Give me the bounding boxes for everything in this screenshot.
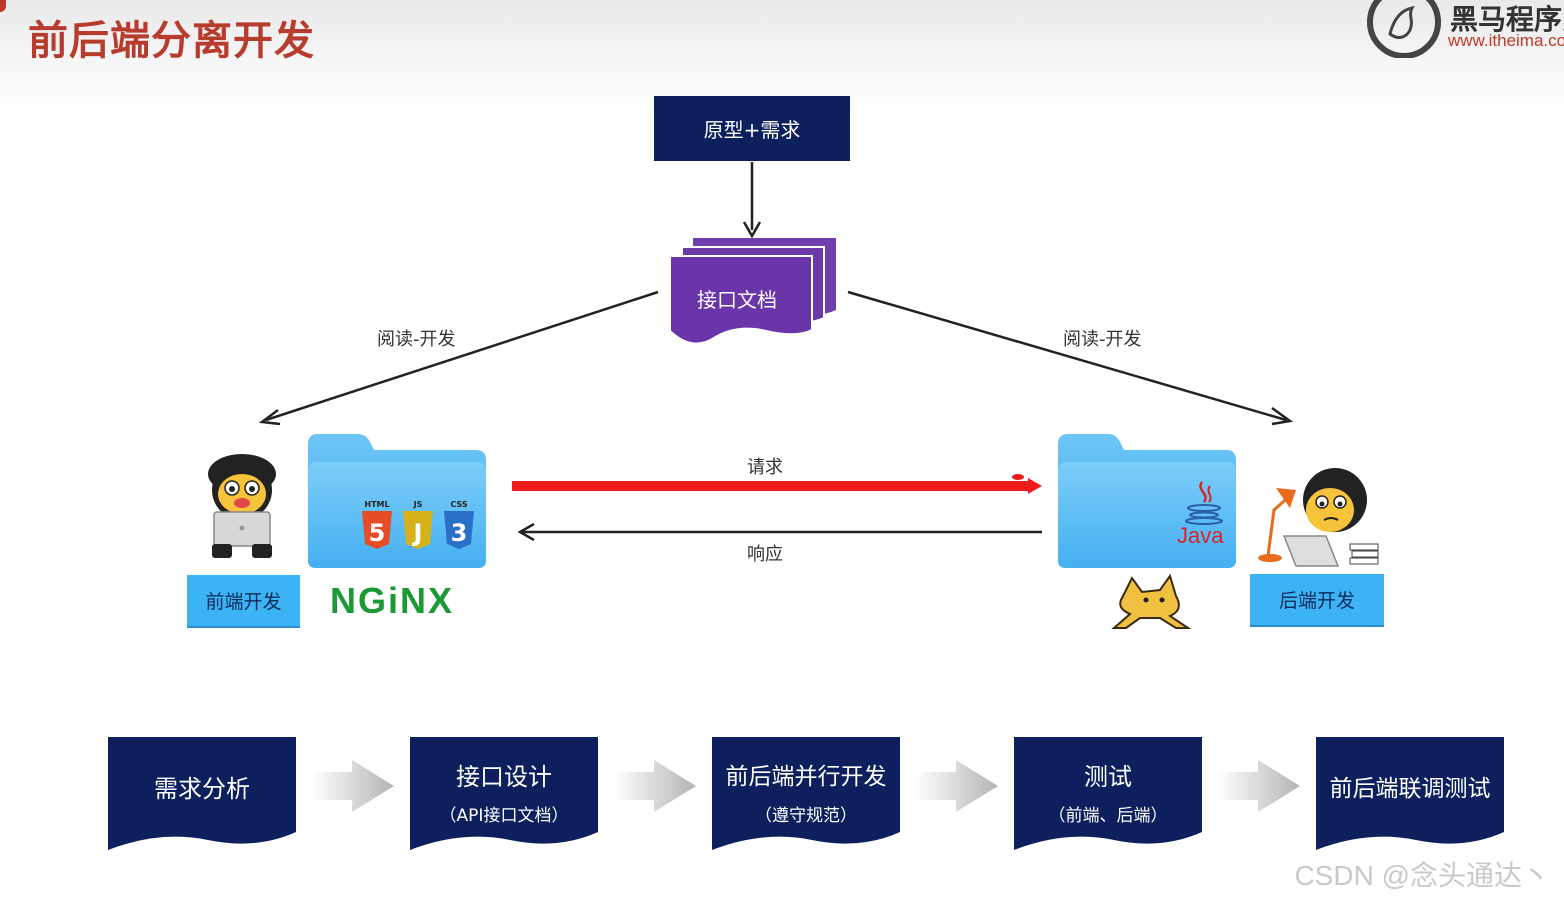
process-step-5: 前后端联调测试 [1316, 737, 1504, 837]
process-banners [108, 737, 1504, 850]
step-banner-2 [410, 737, 598, 850]
process-step-4: 测试 （前端、后端） [1014, 737, 1202, 837]
arrow-doc-to-frontend [265, 290, 659, 422]
brand-logo: 黑马程序员 www.itheima.com [1364, 0, 1564, 58]
process-step-subtitle: （前端、后端） [1048, 806, 1168, 826]
request-arrow-head [1028, 478, 1042, 494]
brand-url: www.itheima.com [1448, 31, 1564, 50]
svg-text:J: J [412, 519, 423, 547]
process-step-2: 接口设计 （API接口文档） [410, 737, 598, 837]
process-step-title: 前后端并行开发 [725, 764, 887, 790]
process-step-title: 接口设计 [456, 763, 552, 791]
backend-dev-button[interactable]: 后端开发 [1250, 574, 1384, 625]
process-step-subtitle: （API接口文档） [439, 806, 569, 826]
nginx-logo: NGiNX [330, 580, 455, 621]
left-read-develop-label: 阅读-开发 [377, 329, 456, 350]
frontend-dev-button[interactable]: 前端开发 [187, 575, 300, 626]
svg-text:HTML: HTML [364, 500, 389, 509]
arrow-prototype-to-doc-head [742, 221, 762, 239]
svg-text:5: 5 [369, 519, 386, 547]
step-banner-3 [712, 737, 900, 850]
frontend-developer-icon [208, 454, 276, 558]
chevron-4 [1218, 760, 1300, 812]
process-step-subtitle: （遵守规范） [755, 806, 857, 826]
request-label: 请求 [747, 457, 783, 478]
step-banner-4 [1014, 737, 1202, 850]
doc-stack-icon [669, 238, 836, 345]
prototype-requirements-node: 原型+需求 [654, 96, 850, 161]
response-label: 响应 [747, 544, 783, 565]
backend-developer-icon [1258, 468, 1379, 567]
right-read-develop-label: 阅读-开发 [1063, 329, 1142, 350]
arrow-doc-to-frontend-head [258, 409, 281, 426]
api-doc-label: 接口文档 [697, 288, 777, 312]
step-banner-5 [1316, 737, 1504, 850]
svg-text:CSS: CSS [450, 500, 467, 509]
request-arrow [512, 481, 1030, 491]
tomcat-icon [1111, 573, 1192, 629]
brand-horse-icon [1367, 0, 1441, 58]
process-chevrons [312, 760, 1300, 812]
process-step-1: 需求分析 [108, 737, 296, 837]
arrow-doc-to-backend-head [1271, 406, 1294, 426]
arrow-doc-to-backend [847, 290, 1287, 422]
backend-folder-icon [1058, 434, 1236, 568]
java-logo-text: Java [1177, 523, 1224, 548]
chevron-2 [614, 760, 696, 812]
chevron-1 [312, 760, 394, 812]
header-band [0, 0, 1564, 110]
chevron-3 [916, 760, 998, 812]
watermark: CSDN @念头通达丶 [1294, 860, 1550, 891]
frontend-folder-icon: HTML JS CSS 5 J 3 [308, 434, 486, 568]
header-accent [0, 0, 6, 12]
process-step-3: 前后端并行开发 （遵守规范） [712, 737, 900, 837]
process-step-title: 测试 [1084, 763, 1132, 791]
svg-text:JS: JS [413, 500, 423, 509]
page-title: 前后端分离开发 [28, 18, 315, 64]
process-step-title: 前后端联调测试 [1329, 776, 1491, 802]
response-arrow-head [517, 522, 535, 542]
brand-name: 黑马程序员 [1450, 3, 1564, 36]
process-step-title: 需求分析 [154, 775, 250, 803]
step-banner-1 [108, 737, 296, 850]
svg-text:3: 3 [451, 519, 468, 547]
